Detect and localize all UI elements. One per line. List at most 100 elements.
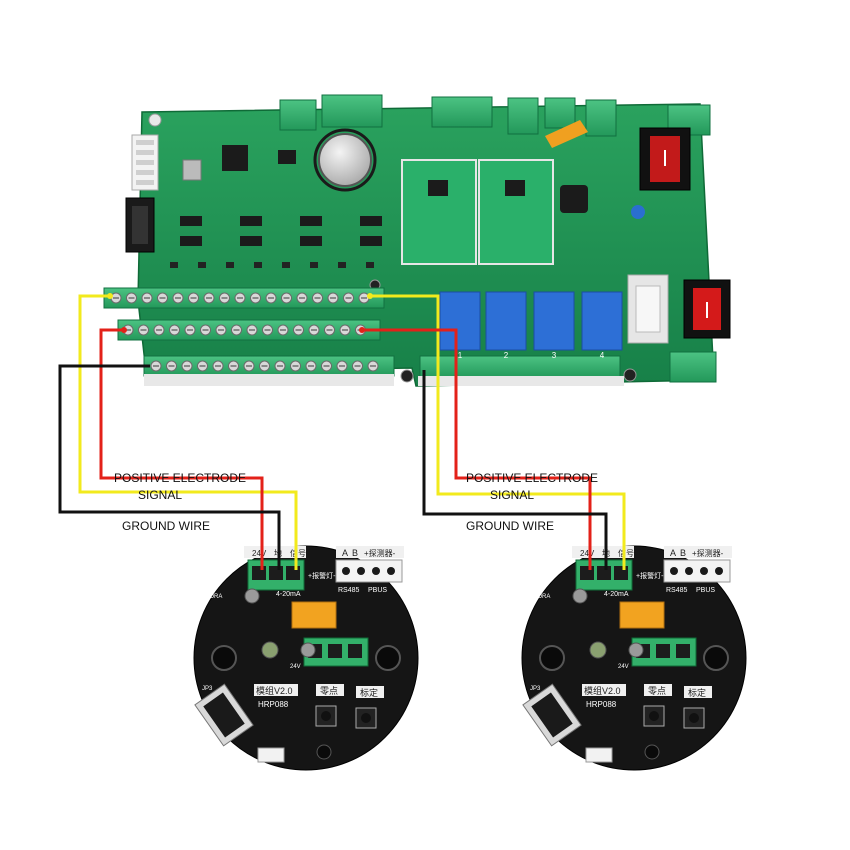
terminal-slot <box>286 566 300 580</box>
header-pin <box>357 567 365 575</box>
top-terminal-blocks <box>279 94 711 137</box>
terminal-slot <box>348 644 362 658</box>
detector-mount-hole <box>375 645 401 671</box>
terminal-screws <box>122 324 366 336</box>
terminal-strip-top <box>103 287 385 309</box>
detector-white-connector <box>257 747 285 763</box>
mount-hole <box>400 369 414 383</box>
detector-header <box>663 559 731 583</box>
mount-hole <box>623 368 637 382</box>
module-label-bg <box>254 684 298 696</box>
detector-label: 模组V2.0 <box>256 685 293 696</box>
controller-board: 1 2 3 4 <box>103 94 731 387</box>
relay-4: 4 <box>581 291 623 360</box>
terminal-strip-bottom <box>143 355 395 386</box>
daughter-board-2 <box>478 159 554 265</box>
terminal-strip-middle <box>117 319 381 341</box>
right-terminal-block <box>669 351 717 383</box>
label-signal-left: SIGNAL <box>138 488 182 502</box>
signal-wire-left <box>78 294 298 570</box>
detector-mount-hole <box>539 645 565 671</box>
ground-wire-right <box>422 370 608 570</box>
detector-label: RS485 <box>338 587 360 594</box>
terminal-screws <box>150 360 379 372</box>
terminal-slot <box>252 566 266 580</box>
detector-label: 24V <box>290 664 301 670</box>
button-cap <box>689 713 699 723</box>
relay-1: 1 <box>439 291 481 360</box>
detector-mount-hole <box>644 744 660 760</box>
capacitor-blue <box>631 205 645 219</box>
detector-label: 4-20mA <box>276 591 301 598</box>
detector-label: +探测器- <box>692 548 724 558</box>
chip-small <box>278 150 296 164</box>
relay-2: 2 <box>485 291 527 360</box>
detector-label: A <box>342 548 348 558</box>
detector-label: +报警灯- <box>308 571 336 580</box>
detector-label: 零点 <box>648 686 666 696</box>
mount-hole <box>148 113 162 127</box>
positive-wire-left <box>99 328 264 570</box>
zero-label-bg <box>316 684 344 696</box>
detector-label: JP3 <box>202 686 213 692</box>
ic-row <box>180 216 382 246</box>
detector-label: HRP088 <box>258 700 289 709</box>
capacitor <box>628 642 644 658</box>
detector-label: B <box>680 548 686 558</box>
header-pin <box>342 567 350 575</box>
detector-label: 模组V2.0 <box>584 685 621 696</box>
detector-label: JP3 <box>530 686 541 692</box>
chip-mcu <box>222 145 248 171</box>
detector-mount-hole <box>703 645 729 671</box>
capacitor <box>244 588 260 604</box>
detector-label: B <box>352 548 358 558</box>
detector-white-connector <box>585 747 613 763</box>
relay-label: 4 <box>600 351 605 360</box>
detector-label: A <box>670 548 676 558</box>
detector-label: 信号 <box>290 548 306 558</box>
rocker-switch-upper <box>639 127 691 191</box>
header-pin <box>670 567 678 575</box>
detector-label: +探测器- <box>364 548 396 558</box>
inductor <box>560 185 588 213</box>
ground-wire-left <box>58 364 281 570</box>
label-positive-left: POSITIVE ELECTRODE <box>114 471 246 485</box>
daughter-board-1 <box>401 159 477 265</box>
capacitor <box>589 641 607 659</box>
header-pin <box>700 567 708 575</box>
detector-label: LORA <box>206 594 222 600</box>
detector-label: PBUS <box>696 587 715 594</box>
relay-group: 1 2 3 4 <box>439 291 623 360</box>
detector-header <box>335 559 403 583</box>
side-connector-pins <box>136 140 154 185</box>
detector-label: 24V <box>252 549 267 558</box>
terminal-slot <box>614 566 628 580</box>
detector-label: 4-20mA <box>604 591 629 598</box>
capacitor <box>572 588 588 604</box>
capacitor <box>300 642 316 658</box>
calib-label-bg <box>356 686 384 698</box>
button-cap <box>361 713 371 723</box>
rocker-switch-lower <box>683 279 731 339</box>
detector-label: 标定 <box>688 687 706 698</box>
wire-ends <box>107 293 373 333</box>
terminal-slot <box>580 566 594 580</box>
detector-label: PBUS <box>368 587 387 594</box>
positive-wire-right <box>362 328 592 570</box>
silk-bar <box>690 546 732 558</box>
header-pin <box>715 567 723 575</box>
terminal-screws <box>110 292 370 304</box>
signal-wire-right <box>370 294 626 570</box>
header-pin <box>685 567 693 575</box>
terminal-slot <box>676 644 690 658</box>
button-cap <box>649 711 659 721</box>
relay-label: 1 <box>458 351 463 360</box>
detector-mount-hole <box>211 645 237 671</box>
orange-tab <box>545 120 588 148</box>
zero-label-bg <box>644 684 672 696</box>
detector-label: 24V <box>580 549 595 558</box>
relay-label: 2 <box>504 351 509 360</box>
